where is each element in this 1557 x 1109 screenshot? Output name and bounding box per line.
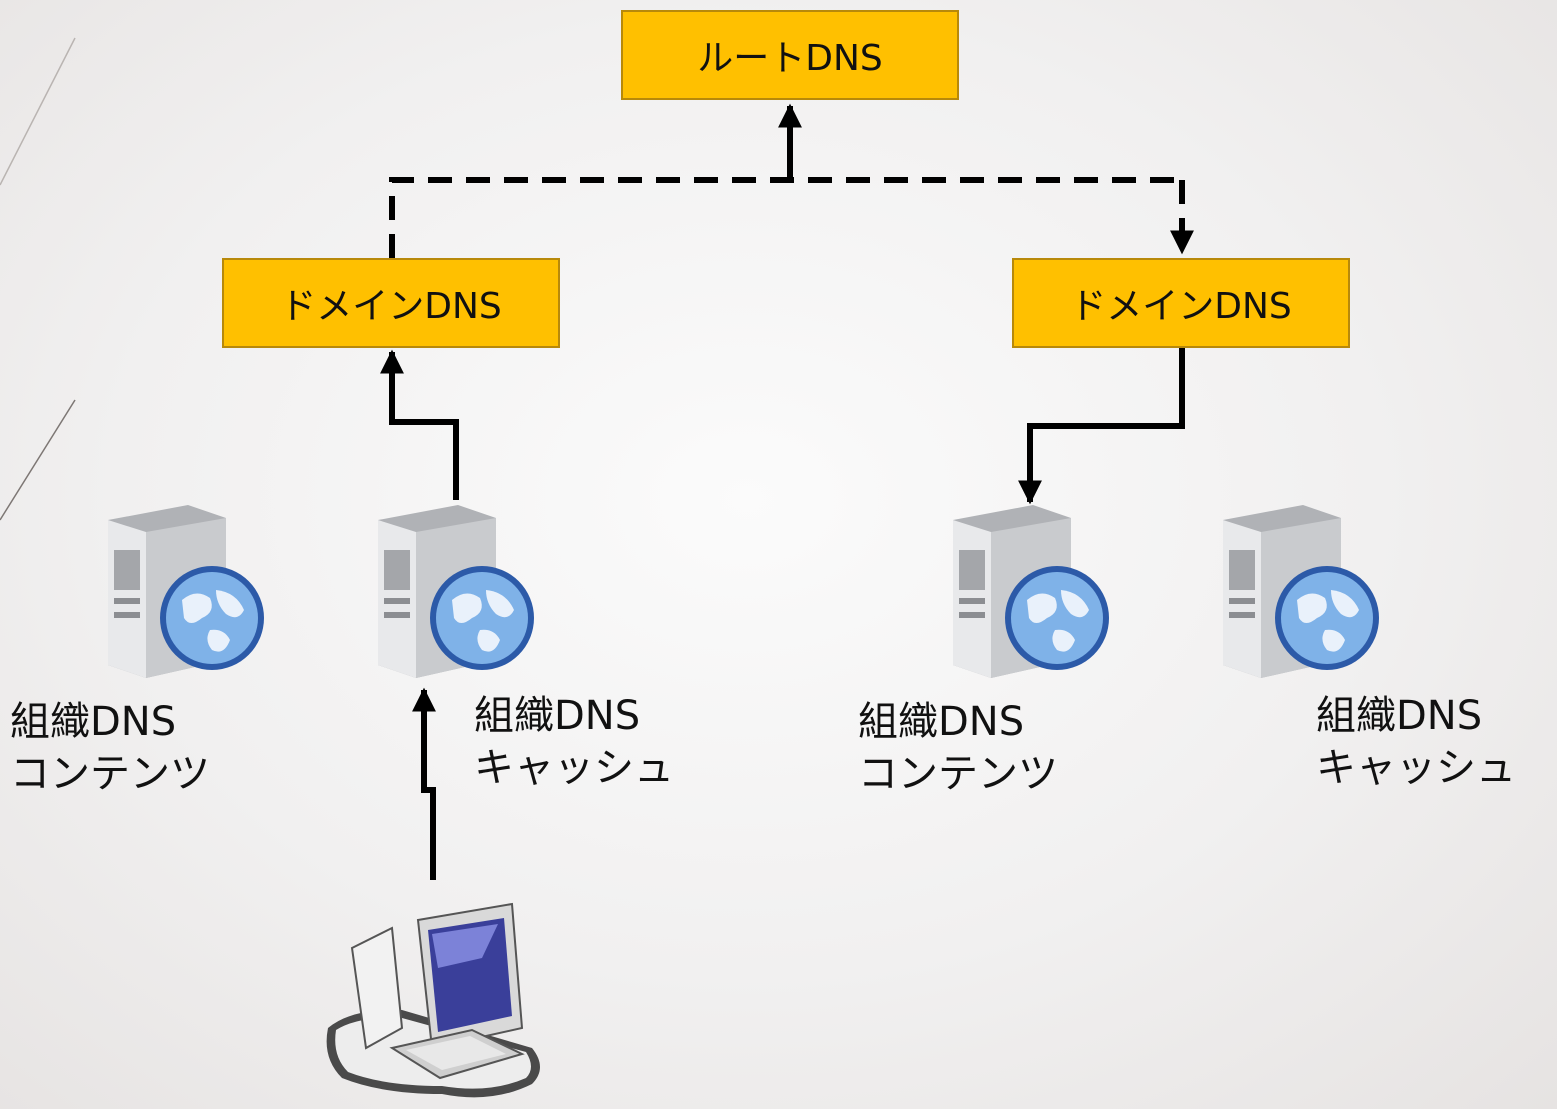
server-globe-icon [378, 505, 534, 678]
server-label-line1: 組織DNS [1316, 693, 1483, 739]
server-globe-icon [953, 505, 1109, 678]
arrow-to-content-server [1018, 346, 1185, 505]
server-label-content-left: 組織DNS コンテンツ [10, 696, 210, 800]
root-dns-box: ルートDNS [621, 10, 959, 100]
server-label-cache-right: 組織DNS キャッシュ [1316, 690, 1516, 794]
globe [160, 566, 264, 670]
server-label-line1: 組織DNS [474, 693, 641, 739]
desktop-computer-icon [326, 902, 540, 1098]
server-label-line2: キャッシュ [474, 745, 674, 791]
arrow-to-left-domain [380, 349, 459, 500]
server-label-cache-left: 組織DNS キャッシュ [474, 690, 674, 794]
server-label-content-right: 組織DNS コンテンツ [858, 696, 1058, 800]
server-label-line2: キャッシュ [1316, 745, 1516, 791]
server-label-line1: 組織DNS [10, 699, 177, 745]
server-globe-icon [1223, 505, 1379, 678]
domain-dns-box-right: ドメインDNS [1012, 258, 1350, 348]
arrow-client-to-cache [412, 687, 436, 880]
dashed-link-domains [389, 177, 1182, 258]
domain-dns-box-left: ドメインDNS [222, 258, 560, 348]
server-label-line2: コンテンツ [858, 751, 1058, 797]
server-label-line2: コンテンツ [10, 751, 210, 797]
server-globe-icon [108, 505, 264, 678]
server-label-line1: 組織DNS [858, 699, 1025, 745]
